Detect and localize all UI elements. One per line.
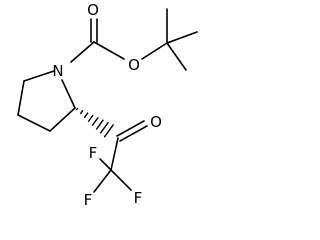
atom-n: N [52, 62, 63, 80]
atom-f-right: F [134, 189, 143, 207]
atom-f-left: F [84, 191, 93, 209]
bond-carbamate-o [93, 41, 125, 60]
hashed-wedge-bond [75, 107, 115, 138]
ring-bond-c5-n [23, 70, 55, 82]
bond-cq-me3 [166, 42, 187, 71]
structure-drawing: N O O O F F F [17, 1, 198, 209]
ring-bond-c2-c3 [49, 107, 76, 132]
bond-o-cq [141, 42, 168, 60]
bond-cq-me2 [166, 31, 198, 44]
ring-bond-n-c2 [61, 79, 76, 109]
bond-ketone-co-a [116, 120, 145, 137]
atom-o-carbamate: O [87, 1, 99, 19]
bond-cf3-f-left [93, 169, 112, 193]
ring-bond-c4-c5 [17, 80, 25, 116]
bond-cf3-f-right [110, 169, 132, 191]
ring-bond-c3-c4 [17, 114, 51, 132]
bond-ketone-cf3 [110, 137, 119, 171]
bond-cf3-f-top [99, 158, 112, 171]
bond-n-carbamate [70, 41, 95, 63]
atom-o-ketone: O [150, 113, 162, 131]
bond-ketone-co-b [119, 125, 148, 142]
chemical-structure: N O O O F F F [17, 1, 198, 209]
atom-o-ester: O [128, 56, 140, 74]
atom-f-top: F [89, 144, 98, 162]
